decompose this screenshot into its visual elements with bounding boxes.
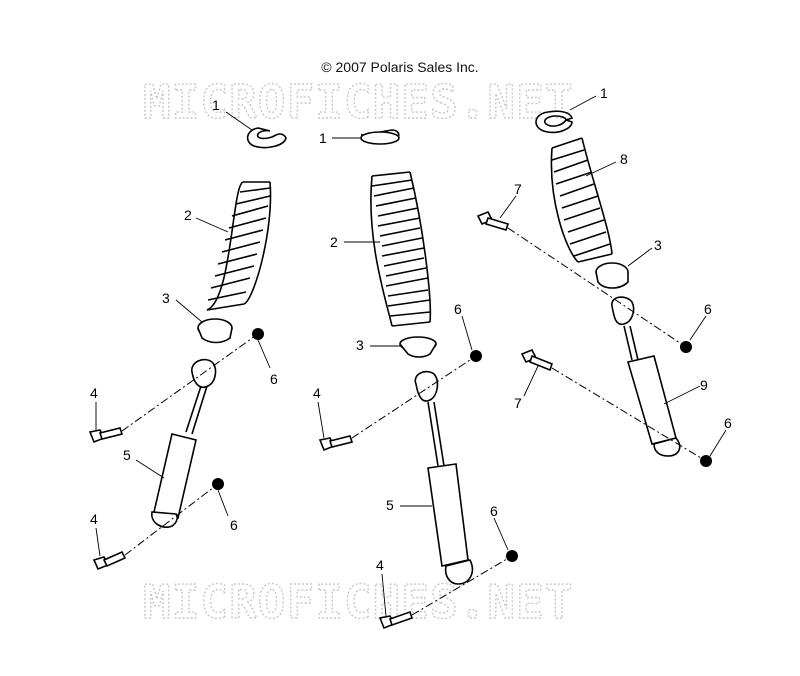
copyright-text: © 2007 Polaris Sales Inc. bbox=[321, 59, 478, 75]
callout-1-left: 1 bbox=[212, 97, 220, 113]
callout-4-center: 4 bbox=[313, 385, 321, 401]
callout-6-center-upper: 6 bbox=[454, 301, 462, 317]
bolt-center-upper bbox=[318, 435, 354, 452]
coil-spring-left bbox=[206, 181, 272, 311]
watermark-top: MICROFICHES.NET bbox=[143, 75, 573, 129]
leader-lines bbox=[95, 95, 727, 617]
callout-3-center: 3 bbox=[356, 337, 364, 353]
callout-4-left-upper: 4 bbox=[90, 385, 98, 401]
callout-5-left: 5 bbox=[123, 447, 131, 463]
callout-6-left-upper: 6 bbox=[270, 371, 278, 387]
callout-1-center: 1 bbox=[319, 130, 327, 146]
callout-4-left-lower: 4 bbox=[90, 511, 98, 527]
bolt-right-upper bbox=[476, 210, 510, 231]
spring-seat-right bbox=[595, 262, 629, 289]
axis-line-left-upper bbox=[121, 333, 259, 432]
shock-absorber-right bbox=[611, 296, 681, 457]
callout-4-center-lower: 4 bbox=[376, 557, 384, 573]
spring-seat-center bbox=[399, 336, 437, 358]
callout-6-left-lower: 6 bbox=[230, 517, 238, 533]
watermark-bottom: MICROFICHES.NET bbox=[143, 575, 573, 629]
spring-seat-left bbox=[197, 318, 233, 344]
bolt-center-lower bbox=[378, 610, 414, 630]
callout-1-right: 1 bbox=[600, 85, 608, 101]
retainer-clip-right bbox=[535, 110, 574, 134]
axis-line-right-lower bbox=[551, 367, 707, 462]
callout-9: 9 bbox=[700, 377, 708, 393]
callout-5-center: 5 bbox=[386, 497, 394, 513]
callout-8: 8 bbox=[620, 151, 628, 167]
axis-line-left-lower bbox=[124, 483, 219, 556]
callout-2-center: 2 bbox=[330, 234, 338, 250]
callout-6-center-lower: 6 bbox=[490, 503, 498, 519]
axis-line-center-lower bbox=[411, 555, 513, 616]
callout-6-right-upper: 6 bbox=[704, 301, 712, 317]
coil-spring-right bbox=[550, 137, 613, 263]
shock-absorber-center bbox=[414, 370, 474, 585]
callout-6-right-lower: 6 bbox=[724, 415, 732, 431]
bolt-right-lower bbox=[520, 348, 553, 372]
center-assembly bbox=[318, 129, 518, 630]
callout-7-right-lower: 7 bbox=[514, 395, 522, 411]
callout-7-right-upper: 7 bbox=[514, 181, 522, 197]
right-assembly bbox=[476, 110, 712, 467]
axis-line-center-upper bbox=[351, 355, 477, 439]
bolt-left-lower bbox=[92, 550, 127, 571]
callout-3-right: 3 bbox=[654, 237, 662, 253]
axis-line-right-upper bbox=[507, 227, 687, 348]
left-assembly bbox=[88, 127, 287, 571]
shock-absorber-left bbox=[151, 358, 217, 528]
coil-spring-center bbox=[370, 171, 432, 327]
callout-2-left: 2 bbox=[184, 207, 192, 223]
retainer-clip-left bbox=[246, 127, 287, 149]
callout-3-left: 3 bbox=[162, 290, 170, 306]
retainer-clip-center bbox=[360, 129, 400, 145]
bolt-left-upper bbox=[88, 427, 124, 444]
callout-numbers: 1 1 1 2 2 3 3 3 4 4 4 4 5 5 6 6 6 6 6 6 … bbox=[90, 85, 732, 573]
